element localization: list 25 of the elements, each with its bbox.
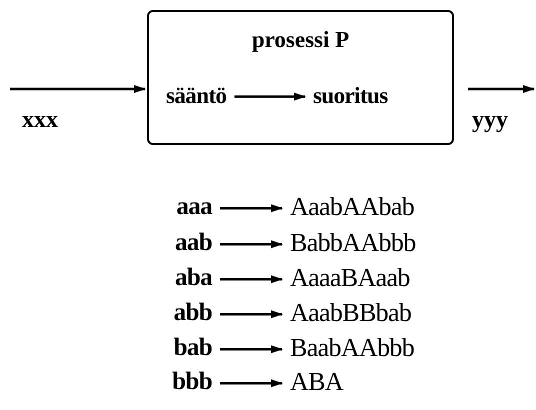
node-label: abb — [174, 299, 212, 326]
node-label: prosessi P — [252, 27, 350, 52]
arrow — [220, 345, 283, 354]
arrow — [220, 379, 283, 388]
arrow — [234, 92, 306, 101]
node-label: suoritus — [313, 83, 388, 108]
node-label: AaabAAbab — [290, 192, 414, 221]
arrow — [468, 85, 535, 93]
node-label: AaaaBAaab — [290, 263, 410, 292]
arrow — [220, 240, 283, 248]
arrow — [220, 310, 283, 318]
node-label: BabbAAbbb — [290, 228, 416, 257]
arrow — [220, 204, 283, 212]
node-label: ABA — [290, 367, 343, 396]
node-label: bab — [174, 334, 212, 361]
node-label: sääntö — [166, 83, 226, 108]
arrow — [10, 85, 146, 93]
arrow — [220, 275, 283, 284]
node-label: aaa — [176, 193, 212, 220]
node-label: bbb — [172, 368, 212, 395]
process-box — [147, 10, 454, 145]
node-label: AaabBBbab — [290, 298, 412, 327]
node-label: BaabAAbbb — [290, 333, 414, 362]
node-label: aba — [174, 264, 212, 291]
node-label: aab — [174, 229, 212, 256]
